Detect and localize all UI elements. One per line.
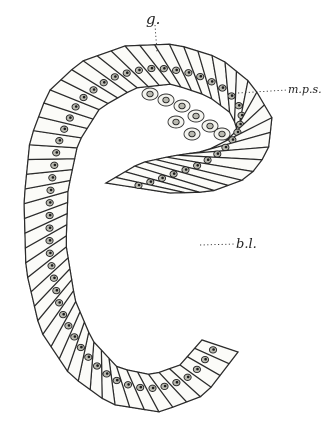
nucleolus bbox=[232, 138, 235, 141]
nucleolus bbox=[69, 116, 72, 119]
nucleolus bbox=[196, 368, 199, 371]
nucleolus bbox=[58, 301, 61, 304]
nucleolus bbox=[163, 67, 166, 70]
nucleolus bbox=[80, 346, 83, 349]
mesoderm-nucleus bbox=[207, 123, 213, 129]
label-g: g. bbox=[146, 10, 160, 28]
mesoderm-nucleus bbox=[173, 119, 179, 125]
nucleolus bbox=[238, 104, 241, 107]
nucleolus bbox=[49, 239, 52, 242]
nucleolus bbox=[140, 386, 143, 389]
nucleolus bbox=[56, 151, 59, 154]
nucleolus bbox=[59, 139, 62, 142]
nucleolus bbox=[151, 67, 154, 70]
nucleolus bbox=[75, 105, 78, 108]
nucleolus bbox=[51, 264, 54, 267]
mesoderm-nucleus bbox=[147, 91, 153, 97]
nucleolus bbox=[49, 201, 52, 204]
nucleolus bbox=[200, 75, 203, 78]
nucleolus bbox=[161, 177, 164, 180]
nucleolus bbox=[222, 86, 225, 89]
label-bl: b.l. bbox=[236, 237, 257, 252]
nucleolus bbox=[114, 75, 117, 78]
nucleolus bbox=[56, 289, 59, 292]
label-bl-group: b.l. bbox=[200, 237, 257, 252]
mesoderm-nucleus bbox=[163, 97, 169, 103]
nucleolus bbox=[207, 158, 210, 161]
nucleolus bbox=[217, 152, 220, 155]
nucleolus bbox=[53, 277, 56, 280]
nucleolus bbox=[49, 226, 52, 229]
nucleolus bbox=[237, 131, 240, 134]
nucleolus bbox=[74, 335, 77, 338]
nucleolus bbox=[68, 324, 71, 327]
nucleolus bbox=[173, 172, 176, 175]
mesoderm-nucleus bbox=[179, 103, 185, 109]
nucleolus bbox=[188, 71, 191, 74]
mesoderm-nucleus bbox=[219, 131, 225, 137]
nucleolus bbox=[175, 69, 178, 72]
nucleolus bbox=[64, 128, 67, 131]
nucleolus bbox=[211, 80, 214, 83]
mesoderm-nucleus bbox=[193, 113, 199, 119]
nucleolus bbox=[212, 348, 215, 351]
nucleolus bbox=[49, 252, 52, 255]
nucleolus bbox=[49, 214, 52, 217]
nucleolus bbox=[54, 164, 57, 167]
nucleolus bbox=[62, 313, 65, 316]
nucleolus bbox=[126, 71, 129, 74]
nucleolus bbox=[225, 146, 228, 149]
nucleolus bbox=[231, 94, 234, 97]
nucleolus bbox=[164, 385, 167, 388]
nucleolus bbox=[176, 381, 179, 384]
nucleolus bbox=[103, 81, 106, 84]
nucleolus bbox=[93, 88, 96, 91]
nucleolus bbox=[127, 383, 130, 386]
nucleolus bbox=[96, 364, 99, 367]
nucleolus bbox=[83, 96, 86, 99]
nucleolus bbox=[106, 372, 109, 375]
nucleolus bbox=[239, 123, 242, 126]
mesoderm-nucleus bbox=[189, 131, 195, 137]
nucleolus bbox=[138, 184, 141, 187]
nucleolus bbox=[150, 180, 153, 183]
nucleolus bbox=[152, 387, 155, 390]
nucleolus bbox=[185, 168, 188, 171]
nucleolus bbox=[88, 356, 91, 359]
label-mps: m.p.s. bbox=[288, 83, 322, 96]
nucleolus bbox=[50, 189, 53, 192]
nucleolus bbox=[196, 164, 199, 167]
nucleolus bbox=[204, 358, 207, 361]
nucleolus bbox=[187, 376, 190, 379]
nucleolus bbox=[52, 176, 55, 179]
nucleolus bbox=[116, 379, 119, 382]
nucleolus bbox=[138, 69, 141, 72]
